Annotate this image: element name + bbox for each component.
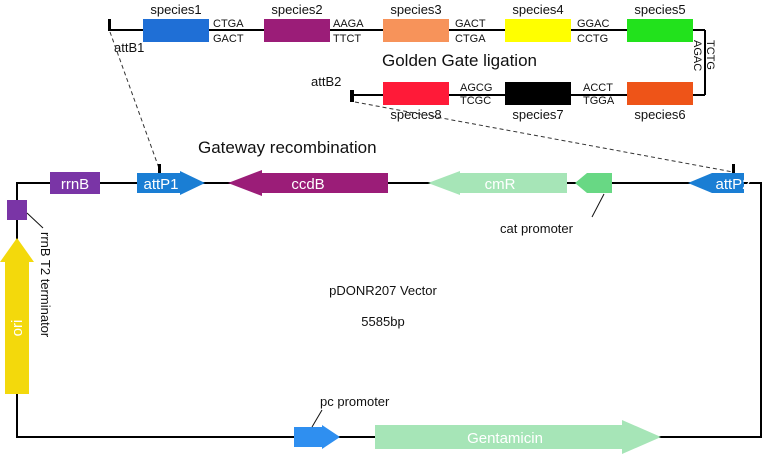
overhang-1-bottom: GACT xyxy=(213,33,244,45)
cmR-arrow xyxy=(428,171,567,195)
species2-block xyxy=(264,19,330,42)
species5-block xyxy=(627,19,693,42)
species7-label: species7 xyxy=(512,107,563,122)
attP1-arrow xyxy=(137,171,205,195)
rrnB-block xyxy=(50,172,100,194)
species3-label: species3 xyxy=(390,2,441,17)
recombination-line-attB2 xyxy=(354,101,734,173)
attB1-label: attB1 xyxy=(114,40,144,55)
rrnB-T2-terminator-block xyxy=(7,200,27,220)
overhang-2-top: AAGA xyxy=(333,18,364,30)
species6-label: species6 xyxy=(634,107,685,122)
gentamicin-label: Gentamicin xyxy=(467,430,543,447)
overhang-2-bottom: TTCT xyxy=(333,33,361,45)
cat-promoter-label: cat promoter xyxy=(500,221,574,236)
species1-label: species1 xyxy=(150,2,201,17)
vector-name: pDONR207 Vector xyxy=(329,283,437,298)
species4-block xyxy=(505,19,571,42)
ori-arrow xyxy=(0,238,34,394)
cat-promoter-arrow xyxy=(575,173,612,193)
overhang-1-top: CTGA xyxy=(213,18,244,30)
gentamicin-arrow xyxy=(375,420,661,454)
pc-promoter-label: pc promoter xyxy=(320,394,390,409)
overhang-3-top: GACT xyxy=(455,18,486,30)
pc-promoter-pointer xyxy=(311,409,323,428)
cmR-label: cmR xyxy=(485,176,516,193)
overhang-7-top: AGCG xyxy=(460,82,492,94)
overhang-6-top: ACCT xyxy=(583,82,613,94)
attP1-marker xyxy=(158,164,161,174)
vector-size: 5585bp xyxy=(361,314,404,329)
attP2-marker xyxy=(732,164,735,174)
species8-block xyxy=(383,82,449,105)
overhang-6-bottom: TGGA xyxy=(583,95,615,107)
species5-label: species5 xyxy=(634,2,685,17)
overhang-5-bottom: AGAC xyxy=(691,40,703,71)
vector-map: rrnB attP1 ccdB cmR cat promoter attP2 r… xyxy=(0,164,762,454)
insert-construct: attB1 attB2 species1 species2 species3 s… xyxy=(108,2,716,122)
species4-label: species4 xyxy=(512,2,563,17)
golden-gate-title: Golden Gate ligation xyxy=(382,51,537,70)
ori-label: ori xyxy=(9,320,26,337)
attP2-label: attP2 xyxy=(715,176,750,193)
ccdB-arrow xyxy=(228,170,388,196)
rrnB-label: rrnB xyxy=(61,176,89,193)
species8-label: species8 xyxy=(390,107,441,122)
rrnB-T2-terminator-label: rrnB T2 terminator xyxy=(38,232,53,338)
attP1-label: attP1 xyxy=(143,176,178,193)
overhang-5-top: TCTG xyxy=(704,40,716,70)
overhang-4-top: GGAC xyxy=(577,18,609,30)
gateway-recombination-label: Gateway recombination xyxy=(198,138,377,157)
overhang-4-bottom: CCTG xyxy=(577,33,608,45)
overhang-7-bottom: TCGC xyxy=(460,95,491,107)
attB2-marker xyxy=(350,90,354,102)
attB2-label: attB2 xyxy=(311,74,341,89)
species3-block xyxy=(383,19,449,42)
ccdB-label: ccdB xyxy=(291,176,324,193)
species2-label: species2 xyxy=(271,2,322,17)
pc-promoter-arrow xyxy=(294,425,340,449)
species7-block xyxy=(505,82,571,105)
species1-block xyxy=(143,19,209,42)
recombination-line-attB1 xyxy=(109,31,161,172)
rrnB-T2-pointer xyxy=(26,212,44,229)
cat-promoter-pointer xyxy=(591,193,605,218)
attP2-arrow xyxy=(688,173,744,193)
attB1-marker xyxy=(108,19,111,31)
species6-block xyxy=(627,82,693,105)
overhang-3-bottom: CTGA xyxy=(455,33,486,45)
